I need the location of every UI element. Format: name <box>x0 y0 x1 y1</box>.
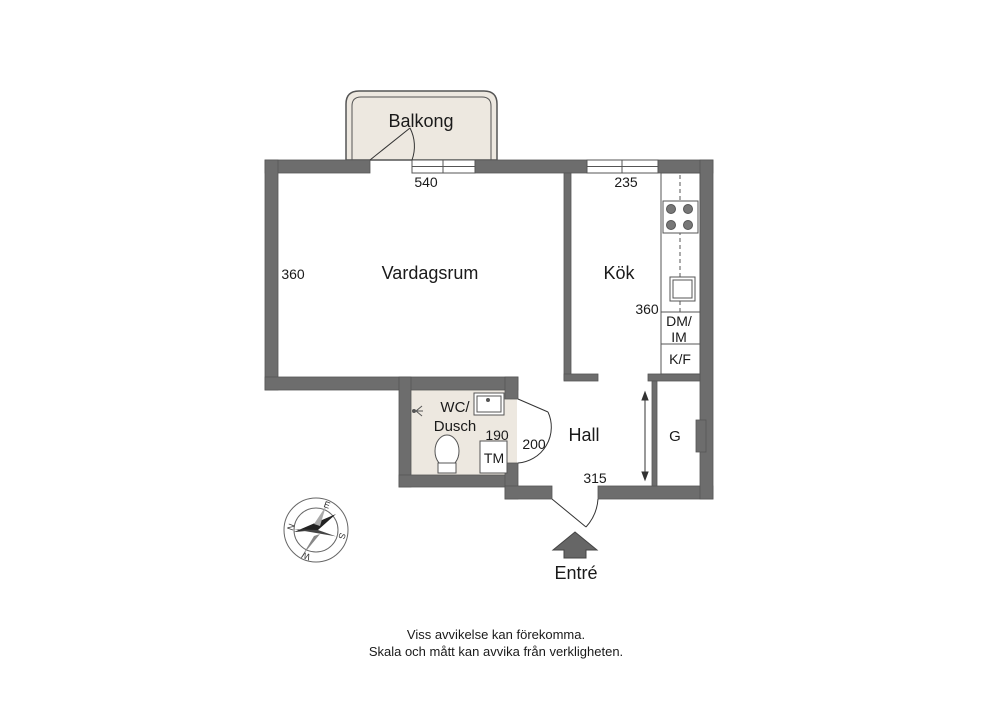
wall-left <box>264 159 279 391</box>
hall-depth-dimension: 200 <box>522 436 546 452</box>
balcony <box>345 90 498 161</box>
dishwasher-label-line2: IM <box>671 329 687 345</box>
shower-icon <box>412 409 416 413</box>
bathroom-fixtures <box>412 392 508 474</box>
compass-w: W <box>300 550 312 562</box>
living-width-dimension: 540 <box>414 174 438 190</box>
kitchen-depth-dimension: 360 <box>635 301 659 317</box>
wall-top-left <box>264 159 371 174</box>
washer-label: TM <box>484 450 504 466</box>
wall-kitchen-bottom-stub <box>647 373 701 382</box>
kitchen-label: Kök <box>603 263 635 283</box>
bathroom-label-line1: WC/ <box>440 399 470 416</box>
closet-label: G <box>669 428 681 445</box>
wall-kitchen-partition <box>563 172 572 381</box>
compass-e: E <box>322 499 331 510</box>
balcony-door <box>369 127 415 161</box>
dishwasher-label-line1: DM/ <box>666 313 692 329</box>
fridge-label: K/F <box>669 351 691 367</box>
closet-door-arrow <box>641 390 649 482</box>
windows <box>411 159 659 174</box>
hall-label: Hall <box>568 425 599 445</box>
disclaimer-line1: Viss avvikelse kan förekomma. <box>406 627 586 642</box>
wall-closet-notch <box>695 419 707 453</box>
compass-icon: N E S W <box>283 497 349 563</box>
bath-width-dimension: 190 <box>485 427 509 443</box>
disclaimer-line2: Skala och mått kan avvika från verklighe… <box>368 644 624 659</box>
wall-bath-left <box>398 376 412 488</box>
wall-living-bottom <box>264 376 519 391</box>
kitchen-width-dimension: 235 <box>614 174 638 190</box>
wall-top-mid <box>474 159 588 174</box>
balcony-label: Balkong <box>388 111 453 131</box>
wall-hall-bottom-left <box>504 485 553 500</box>
balcony-outline <box>345 90 498 161</box>
dishwasher-box <box>660 311 701 345</box>
entrance-arrow-icon <box>551 531 599 559</box>
compass-s: S <box>336 531 347 540</box>
wall-bath-right-upper <box>504 376 519 400</box>
compass-n: N <box>285 522 297 532</box>
entrance-label: Entré <box>554 563 597 583</box>
fridge-box <box>660 343 701 375</box>
wall-bath-bottom <box>398 474 518 488</box>
washer-box <box>479 440 508 474</box>
wall-kitchen-partition-stub <box>563 373 599 382</box>
hall-width-dimension: 315 <box>583 470 607 486</box>
wall-hall-bottom-right <box>597 485 714 500</box>
walls <box>264 159 714 500</box>
balcony-inner-outline <box>351 96 492 160</box>
bathroom-door <box>517 398 552 464</box>
bathroom-label-line2: Dusch <box>434 418 477 435</box>
kitchen-counter <box>660 172 701 375</box>
toilet-icon <box>434 434 460 468</box>
wall-closet-left <box>651 380 658 487</box>
living-room-label: Vardagsrum <box>382 263 479 283</box>
entrance-door <box>551 498 599 528</box>
living-depth-dimension: 360 <box>281 266 305 282</box>
